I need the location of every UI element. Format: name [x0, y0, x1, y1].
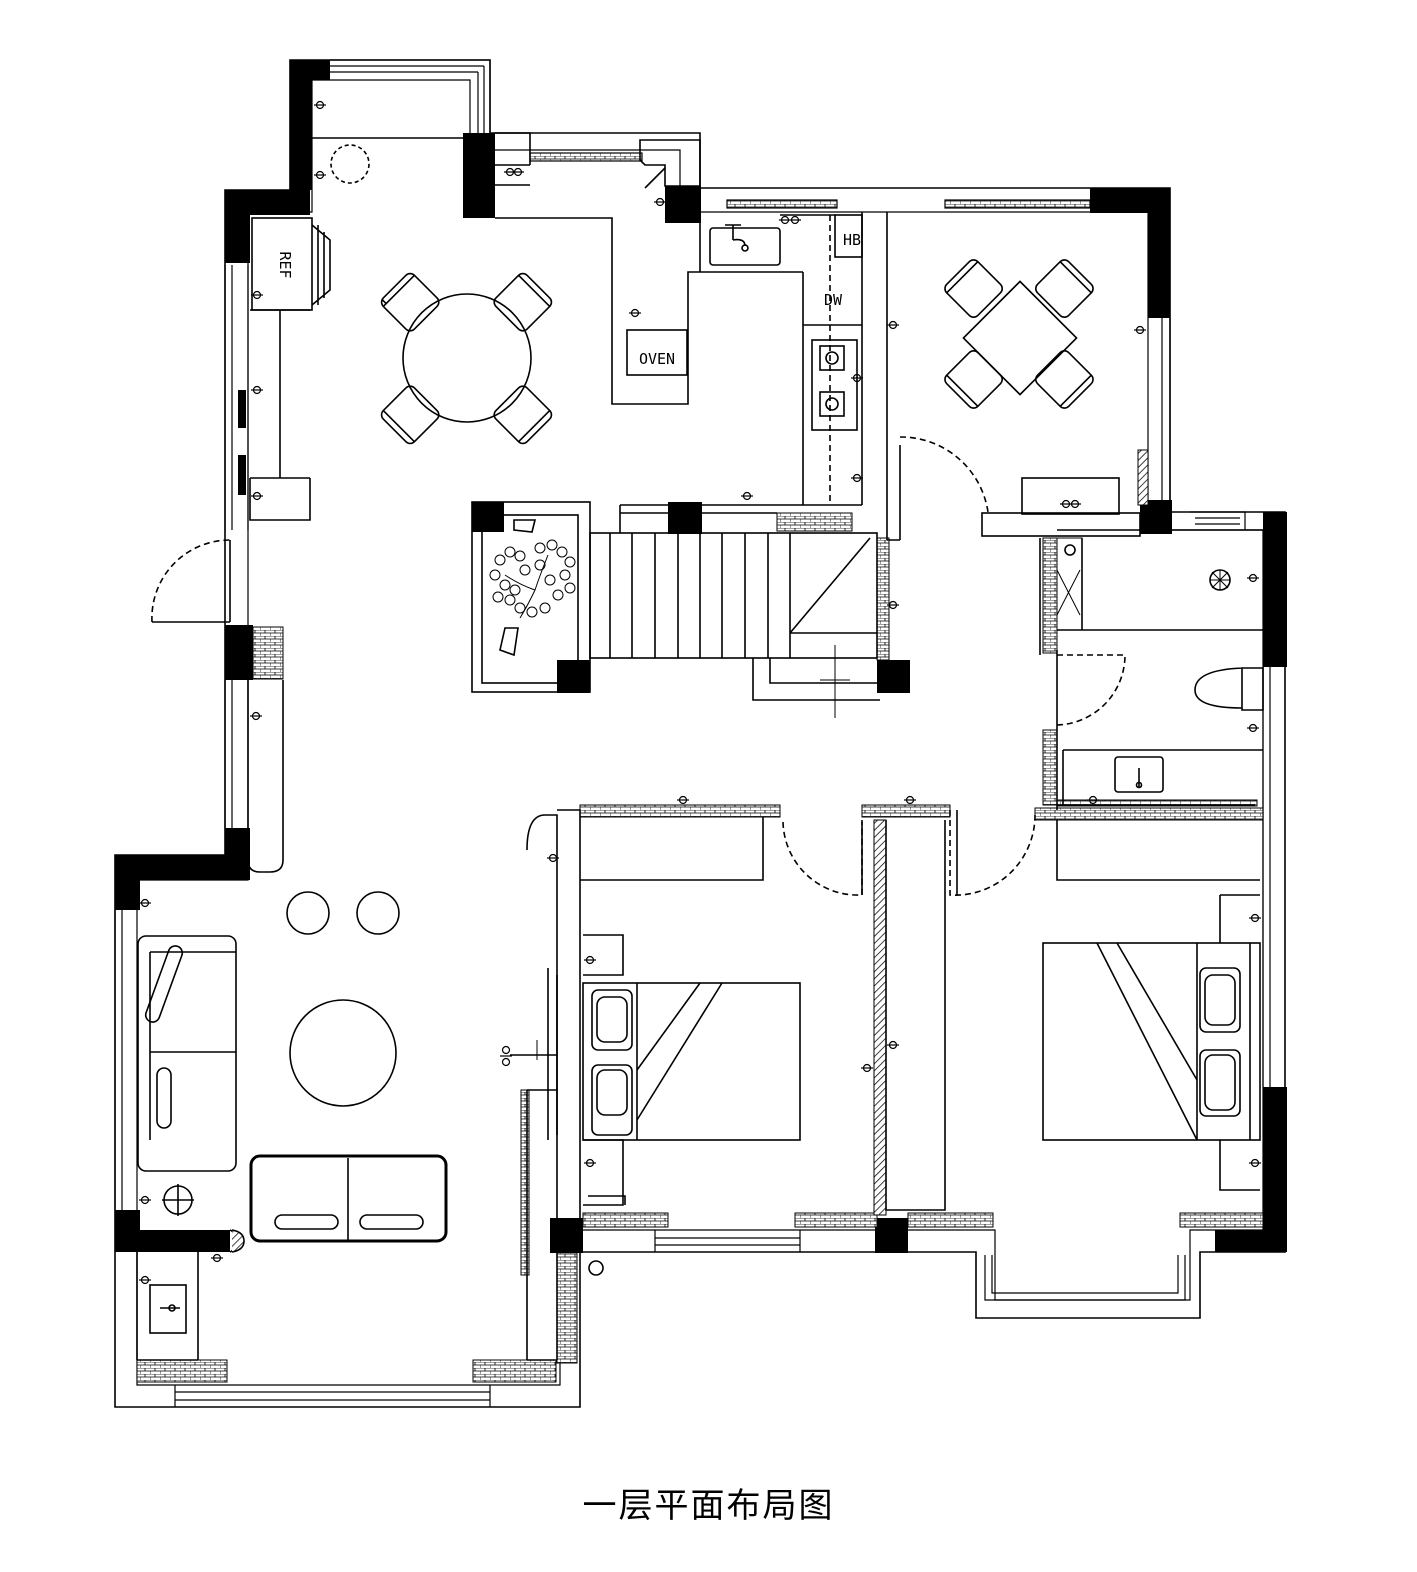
dining-chair — [944, 349, 1004, 409]
oven-label: OVEN — [639, 350, 675, 368]
hb-label: HB — [843, 231, 861, 249]
outlet-icon — [139, 898, 151, 908]
outlet-icon — [139, 1275, 151, 1285]
outlet-icon — [851, 473, 863, 483]
living-room — [137, 814, 558, 1361]
outlet-icon — [1060, 499, 1081, 509]
outlet-icon — [887, 1040, 899, 1050]
bedroom-left — [557, 809, 863, 1218]
central-closet — [885, 810, 1036, 1211]
outlet-icon — [251, 385, 263, 395]
outlet-icon — [584, 955, 596, 965]
outlet-icon — [1247, 723, 1259, 733]
hatched-partition — [873, 819, 887, 1216]
entry-wall-return — [247, 680, 284, 873]
outlet-icon — [677, 795, 689, 805]
wall-columns — [115, 60, 1287, 1253]
outlet-icon — [139, 1195, 151, 1205]
staircase — [589, 505, 880, 718]
bonsai-tree-icon — [489, 539, 576, 619]
top-left-area — [312, 132, 803, 405]
dw-label: DW — [824, 291, 843, 309]
brick-walls — [136, 512, 1264, 1383]
outlet-icon — [887, 600, 899, 610]
bed — [1042, 942, 1261, 1141]
bed — [582, 982, 801, 1141]
outlet-icon — [1134, 325, 1146, 335]
bathroom — [1039, 529, 1264, 810]
kitchen — [620, 212, 863, 514]
outlet-icon — [1249, 1158, 1261, 1168]
page-title: 一层平面布局图 — [582, 1486, 835, 1526]
outlet-icon — [1087, 795, 1099, 805]
outlet-icon — [584, 1158, 596, 1168]
dining-chair — [1034, 259, 1094, 319]
hatched-panel — [1137, 449, 1149, 506]
outlet-icon — [251, 491, 263, 501]
sofa-chaise — [137, 935, 237, 1172]
outlet-icon — [314, 100, 326, 110]
outlet-icon — [547, 853, 559, 863]
outlet-icon — [904, 795, 916, 805]
outlet-icon — [251, 290, 263, 300]
outlet-icon — [654, 197, 666, 207]
floor-plan: REF — [114, 59, 1287, 1408]
refrigerator — [249, 217, 331, 521]
outlet-icon — [500, 1045, 512, 1067]
dining-table-square — [886, 212, 1141, 541]
outlet-icon — [629, 308, 641, 318]
outlet-symbols — [139, 100, 1261, 1285]
outlet-icon — [861, 1063, 873, 1073]
bedroom-right — [1042, 820, 1261, 1191]
dining-chair — [380, 385, 440, 445]
outlet-icon — [504, 167, 524, 177]
entry-door — [151, 539, 231, 623]
ref-label: REF — [276, 251, 294, 278]
outlet-icon — [1247, 573, 1259, 583]
dining-chair — [944, 259, 1004, 319]
outlet-icon — [741, 491, 753, 501]
outlet-icon — [851, 373, 863, 383]
dining-table-round — [380, 272, 553, 445]
outlet-icon — [887, 320, 899, 330]
windows — [114, 59, 1271, 1407]
dining-chair — [1034, 349, 1094, 409]
outlet-icon — [250, 711, 262, 721]
sofa — [249, 1154, 448, 1243]
dining-chair — [493, 385, 553, 445]
outlet-icon — [779, 215, 801, 225]
floor-drain — [588, 1260, 604, 1276]
outlet-icon — [314, 170, 326, 180]
dining-chair — [380, 272, 440, 332]
powder-room — [136, 1252, 199, 1361]
outlet-icon — [211, 1253, 223, 1263]
dining-chair — [493, 272, 553, 332]
outlet-icon — [1249, 913, 1261, 923]
